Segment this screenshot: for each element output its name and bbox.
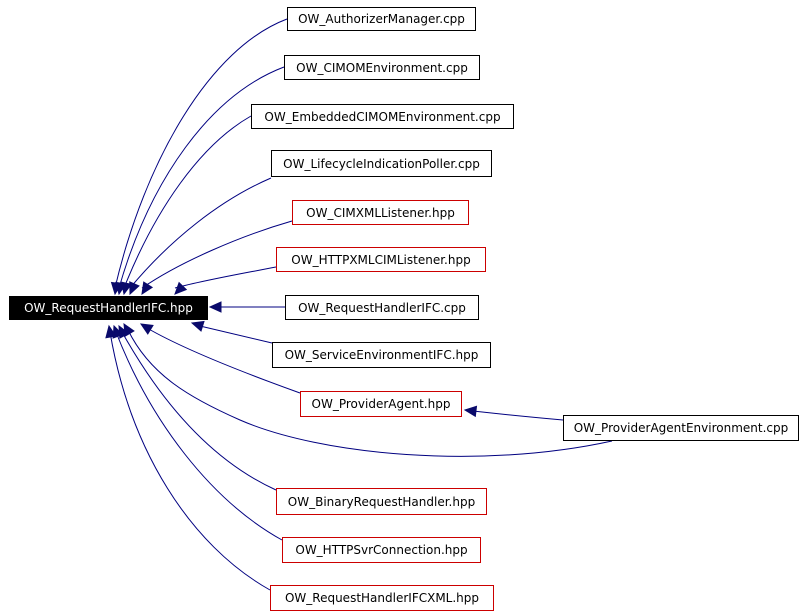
node-request-handler-ifcxml-hpp[interactable]: OW_RequestHandlerIFCXML.hpp: [270, 585, 494, 611]
root-node-request-handler-ifc-hpp[interactable]: OW_RequestHandlerIFC.hpp: [9, 296, 208, 320]
edge-https-svr-connection-line: [115, 331, 283, 541]
edge-provider-agent-arrowhead: [139, 323, 154, 335]
node-cimom-environment-cpp[interactable]: OW_CIMOMEnvironment.cpp: [284, 55, 480, 80]
edge-httpxml-cim-listener-arrowhead: [174, 281, 188, 295]
node-lifecycle-indication-poller-cpp[interactable]: OW_LifecycleIndicationPoller.cpp: [271, 150, 492, 177]
edge-embedded-cimom-environment-line: [123, 115, 252, 289]
edge-cimom-environment: [115, 66, 285, 296]
edge-binary-request-handler-line: [121, 331, 277, 491]
edge-request-handler-ifcxml-line: [109, 331, 271, 591]
edge-request-handler-ifc-cpp-arrowhead: [208, 301, 222, 313]
edge-provider-agent-env-to-provider-agent-arrowhead: [463, 405, 478, 418]
node-provider-agent-hpp[interactable]: OW_ProviderAgent.hpp: [300, 391, 462, 417]
node-authorizer-manager-cpp[interactable]: OW_AuthorizerManager.cpp: [287, 7, 476, 31]
node-https-svr-connection-hpp[interactable]: OW_HTTPSvrConnection.hpp: [282, 537, 481, 563]
edge-cimxml-listener: [141, 220, 293, 296]
edge-lifecycle-indication-poller: [129, 177, 272, 296]
edge-httpxml-cim-listener: [174, 266, 277, 295]
edge-provider-agent-line: [146, 327, 301, 394]
node-provider-agent-environment-cpp[interactable]: OW_ProviderAgentEnvironment.cpp: [563, 415, 799, 441]
node-service-environment-ifc-hpp[interactable]: OW_ServiceEnvironmentIFC.hpp: [272, 342, 491, 368]
edge-httpxml-cim-listener-line: [174, 266, 277, 289]
edge-lifecycle-indication-poller-line: [129, 177, 272, 289]
node-binary-request-handler-hpp[interactable]: OW_BinaryRequestHandler.hpp: [276, 488, 487, 515]
edge-authorizer-manager: [110, 18, 288, 296]
edge-provider-agent: [139, 323, 301, 394]
node-cimxml-listener-hpp[interactable]: OW_CIMXMLListener.hpp: [292, 200, 469, 225]
edge-binary-request-handler: [118, 324, 277, 491]
edge-service-environment-ifc: [190, 320, 273, 344]
node-embedded-cimom-environment-cpp[interactable]: OW_EmbeddedCIMOMEnvironment.cpp: [251, 104, 514, 129]
edge-cimxml-listener-line: [141, 220, 293, 289]
edge-provider-agent-env-to-root-line: [127, 329, 613, 457]
edge-provider-agent-env-to-provider-agent: [463, 405, 564, 421]
edge-embedded-cimom-environment-arrowhead: [120, 281, 133, 296]
edge-embedded-cimom-environment: [120, 115, 252, 296]
edge-cimom-environment-line: [118, 66, 285, 289]
node-request-handler-ifc-cpp[interactable]: OW_RequestHandlerIFC.cpp: [285, 295, 479, 320]
edge-cimxml-listener-arrowhead: [141, 281, 154, 296]
edge-provider-agent-env-to-provider-agent-line: [472, 410, 564, 421]
edge-request-handler-ifc-cpp: [208, 301, 285, 313]
edge-lifecycle-indication-poller-arrowhead: [129, 281, 140, 296]
edge-request-handler-ifcxml: [105, 324, 271, 591]
edge-authorizer-manager-line: [114, 18, 288, 289]
edge-service-environment-ifc-arrowhead: [190, 320, 205, 332]
node-httpxml-cim-listener-hpp[interactable]: OW_HTTPXMLCIMListener.hpp: [276, 247, 486, 272]
edge-service-environment-ifc-line: [199, 325, 273, 344]
edge-request-handler-ifcxml-arrowhead: [105, 324, 117, 339]
